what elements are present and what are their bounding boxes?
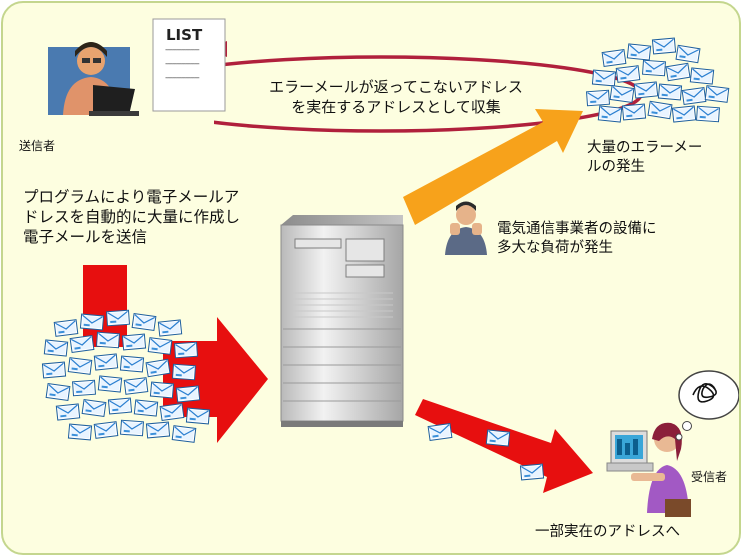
error-mail-envelopes [585,37,730,123]
diagram-artwork [41,18,739,517]
delivered-caption: 一部実在のアドレスへ [535,524,680,540]
receiver-label: 受信者 [691,470,728,484]
server-tower-icon [280,215,404,427]
error-mail-arrow [403,109,583,225]
harvest-note: エラーメールが返ってこないアドレス を実在するアドレスとして収集 [269,78,523,116]
list-line: --------------- [165,45,200,55]
list-line: --------------- [165,73,200,83]
tangled-thought-icon [675,370,739,441]
sender-label: 送信者 [19,139,56,153]
list-title: LIST [166,26,203,44]
error-mail-caption: 大量のエラーメー ルの発生 [587,140,703,175]
list-document-icon [152,18,226,112]
list-line: --------------- [165,59,200,69]
woman-at-computer-icon [606,422,691,517]
send-to-server-arrow [163,317,268,443]
carrier-caption: 電気通信事業者の設備に 多大な負荷が発生 [497,221,657,256]
program-caption: プログラムにより電子メールア ドレスを自動的に大量に作成し 電子メールを送信 [23,188,241,246]
man-at-laptop-icon [48,42,139,116]
stressed-man-icon [445,201,487,255]
